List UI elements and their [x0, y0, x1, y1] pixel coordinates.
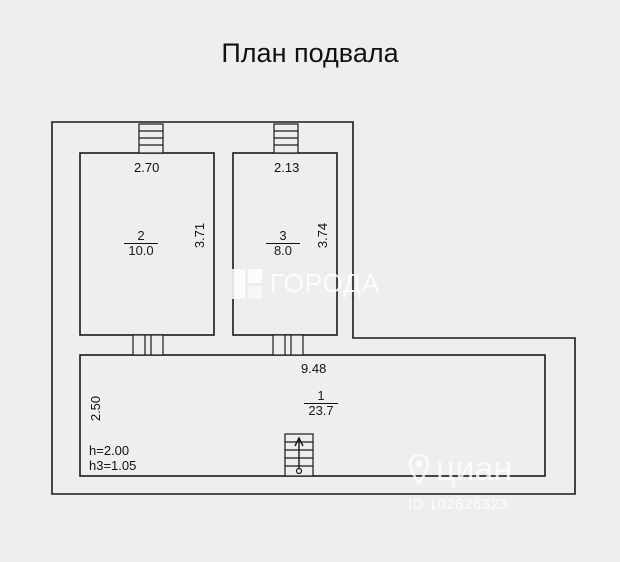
room-1-label: 1 23.7: [296, 389, 346, 418]
room-1-width: 9.48: [301, 361, 327, 376]
room-1-height: 2.50: [88, 395, 104, 422]
room-2-number: 2: [137, 228, 145, 243]
room-3-number: 3: [279, 228, 287, 243]
gorod-logo-icon: [232, 268, 262, 299]
outer-wall: [51, 121, 576, 495]
cian-text: циан: [436, 450, 513, 488]
stairs-top-left: [138, 123, 164, 154]
location-pin-icon: [408, 453, 430, 485]
room-1-number: 1: [317, 388, 325, 403]
room-3-label: 3 8.0: [259, 229, 307, 258]
room-2-width: 2.70: [134, 160, 160, 175]
gorod-watermark: ГОРОДА: [232, 268, 380, 299]
page-title: План подвала: [221, 38, 399, 68]
room-2-area: 10.0: [124, 243, 158, 258]
room-2-height: 3.71: [192, 222, 208, 249]
door-room-3: [272, 334, 304, 356]
room-3-area: 8.0: [266, 243, 300, 258]
stairs-bottom: [284, 433, 314, 477]
door-room-2: [132, 334, 164, 356]
cian-watermark: циан: [408, 450, 512, 489]
room-3-width: 2.13: [274, 160, 300, 175]
listing-id-watermark: ID 102826323: [408, 496, 509, 513]
gorod-text: ГОРОДА: [270, 268, 381, 298]
h3-note: h3=1.05: [89, 458, 137, 473]
room-1-area: 23.7: [304, 403, 338, 418]
stairs-top-right: [273, 123, 299, 154]
room-3-height: 3.74: [315, 222, 331, 249]
ceiling-height-note: h=2.00: [89, 443, 130, 458]
room-2-label: 2 10.0: [117, 229, 165, 258]
